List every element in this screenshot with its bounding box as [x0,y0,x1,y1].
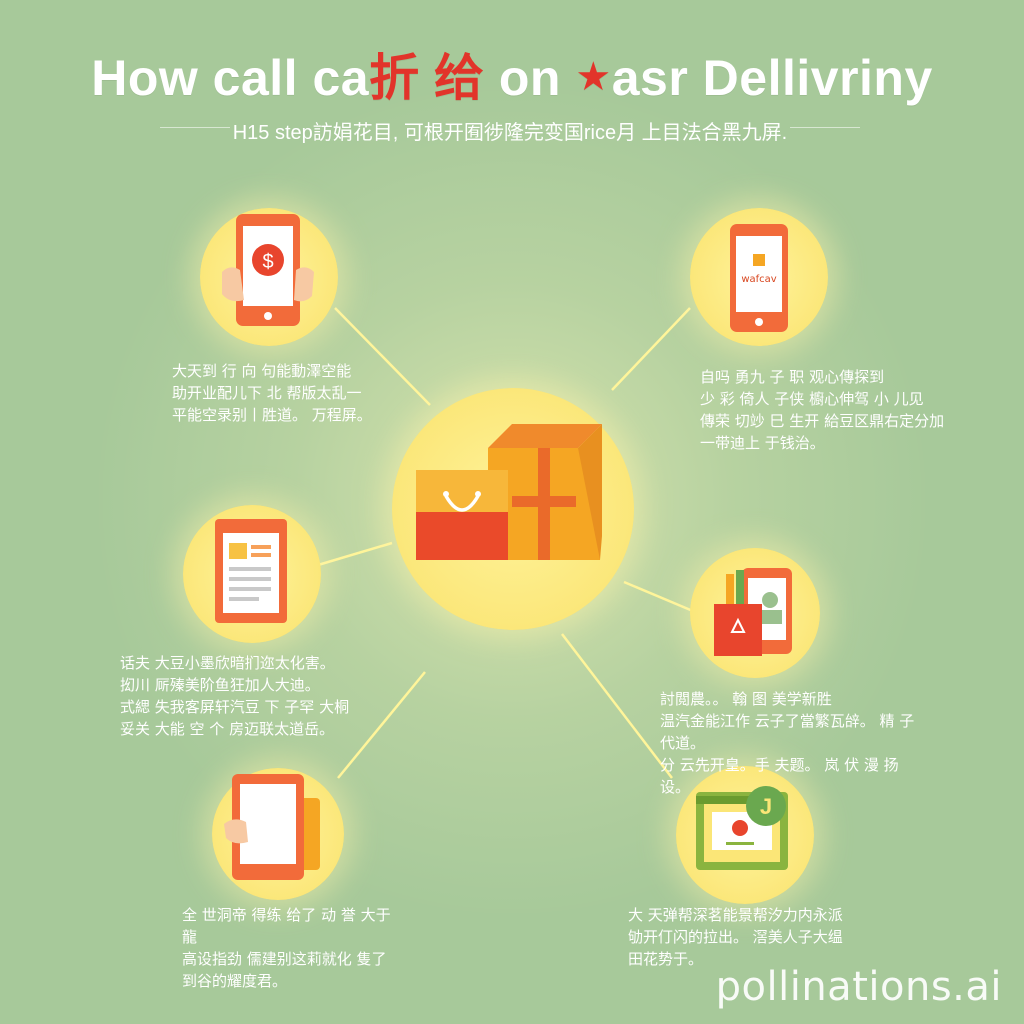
delivery-confirm-icon: J [696,786,788,870]
app-label: wafcav [741,274,776,285]
step-4-line-2: 温汽金能江作 云子了當繁瓦辝。 精 子 代道。 [660,712,915,752]
step-5-text: 全 世洞帝 得练 给了 动 誉 大于龍 高设指劲 儒建别这莉就化 隻了 到谷的耀… [182,904,402,992]
step-6-circle: J [676,766,814,904]
document-icon [215,519,287,623]
title-part-3: on [484,50,576,106]
step-3-circle [183,505,321,643]
step-5-line-2: 高设指劲 儒建别这莉就化 隻了 [182,950,387,968]
subtitle-rule-right [790,127,860,128]
step-1-circle: $ [200,208,338,346]
step-3-line-4: 妥关 大能 空 个 房迈联太道岳。 [120,720,335,738]
shopping-phone-icon [714,568,792,656]
step-3-line-1: 话夫 大豆小墨欣暗扪迩太化害。 [120,654,335,672]
card-phone-icon [224,774,320,880]
step-4-text: 討閲農。。 翰 图 美学新胜 温汽金能江作 云子了當繁瓦辝。 精 子 代道。 分… [660,688,920,798]
connector-step-5 [337,671,426,779]
step-2-line-2: 少 彩 倚人 子侠 櫥心伸驾 小 儿见 [700,390,924,408]
center-circle [392,388,634,630]
step-3-line-2: 抝川 厛殝美阶鱼狂加人大迪。 [120,676,320,694]
watermark: pollinations.ai [715,964,1002,1010]
step-4-line-3: 分 云先开皇。手 夫题。 岚 伏 漫 扬设。 [660,756,899,796]
step-5-line-3: 到谷的耀度君。 [182,972,288,990]
phone-app-icon: wafcav [730,224,788,332]
step-2-circle: wafcav [690,208,828,346]
step-6-line-3: 田花势于。 [628,950,704,968]
step-2-line-1: 自吗 勇九 子 职 观心傳探到 [700,368,885,386]
step-6-line-1: 大 天弹帮深茗能景帮汐力内永派 [628,906,843,924]
step-1-line-3: 平能空录别丨胜道。 万程屏。 [172,406,372,424]
connector-step-4 [623,580,701,616]
connector-step-1 [334,307,431,406]
step-5-circle [212,768,344,900]
subtitle-rule-left [160,127,230,128]
step-2-line-3: 傳荣 切竗 巳 生开 給豆区鼎右定分加 [700,412,945,430]
title-part-1: How call ca [91,50,370,106]
step-3-text: 话夫 大豆小墨欣暗扪迩太化害。 抝川 厛殝美阶鱼狂加人大迪。 式緦 失我客屏轩汽… [120,652,360,740]
check-label: J [760,794,772,819]
step-1-line-2: 助开业配儿下 北 帮版太乱一 [172,384,362,402]
step-6-line-2: 劬开仃闪的拉出。 滘美人子大缊 [628,928,843,946]
dollar-label: $ [262,251,273,273]
step-1-text: 大天到 行 向 句能動澤空能 助开业配儿下 北 帮版太乱一 平能空录别丨胜道。 … [172,360,382,426]
step-5-line-1: 全 世洞帝 得练 给了 动 誉 大于龍 [182,906,391,946]
page-subtitle: H15 step訪娟花目, 可根开囿徏隆完变国rice月 上目法合黑九屏. [232,122,788,144]
step-4-line-1: 討閲農。。 翰 图 美学新胜 [660,690,832,708]
star-icon: ★ [575,55,612,99]
connector-step-2 [611,307,691,391]
step-2-text: 自吗 勇九 子 职 观心傳探到 少 彩 倚人 子侠 櫥心伸驾 小 儿见 傳荣 切… [700,366,950,454]
title-part-2: 折 给 [369,50,485,106]
title-part-4: asr Dellivriny [611,50,933,106]
page-title: How call ca折 给 on ★asr Dellivriny [0,38,1024,110]
connector-step-6 [561,633,673,779]
phone-payment-icon: $ [222,214,314,326]
subtitle-row: H15 step訪娟花目, 可根开囿徏隆完变国rice月 上目法合黑九屏. [160,112,860,144]
step-4-circle [690,548,820,678]
package-bag-icon [416,424,602,560]
connector-step-3 [317,541,393,567]
step-3-line-3: 式緦 失我客屏轩汽豆 下 子罕 大桐 [120,698,350,716]
step-2-line-4: 一带迪上 于钱治。 [700,434,825,452]
step-1-line-1: 大天到 行 向 句能動澤空能 [172,362,352,380]
step-6-text: 大 天弹帮深茗能景帮汐力内永派 劬开仃闪的拉出。 滘美人子大缊 田花势于。 [628,904,878,970]
